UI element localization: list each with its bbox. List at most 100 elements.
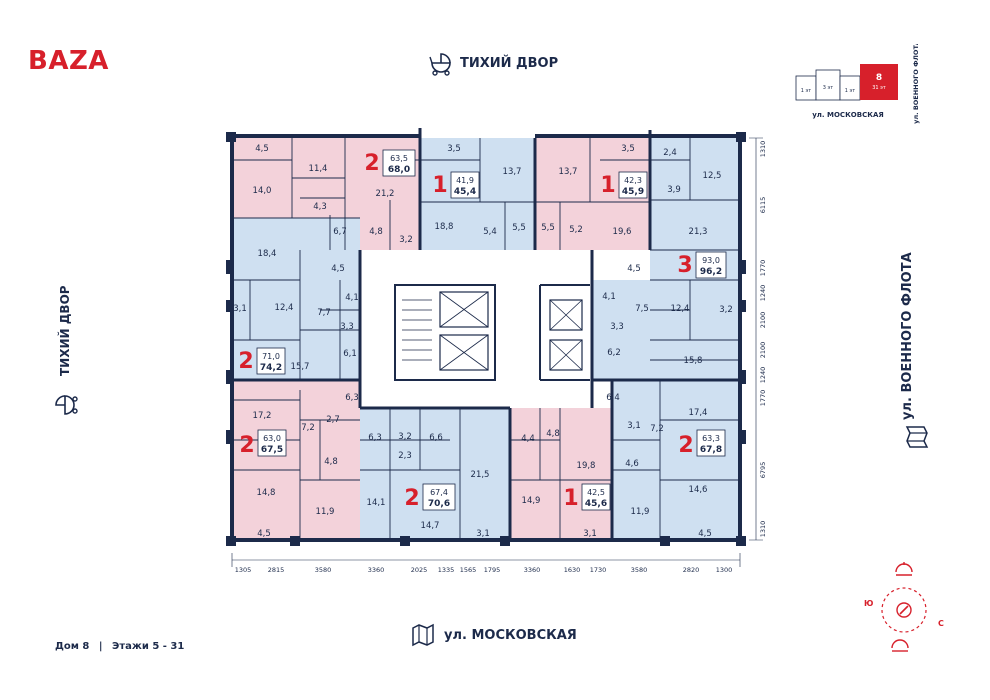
dimension-value: 2100	[759, 312, 767, 329]
room-labels: 4,5 14,0 11,4 21,2 4,3 6,7 4,8 3,2 3,5 1…	[233, 144, 733, 539]
room-area: 6,7	[333, 227, 347, 237]
room-area: 6,3	[345, 393, 359, 403]
room-area: 4,1	[345, 293, 359, 303]
room-area: 14,7	[421, 521, 440, 531]
dimension-lines	[231, 137, 763, 567]
apt-rooms-count: 2	[239, 433, 254, 458]
room-area: 13,7	[559, 167, 578, 177]
room-area: 6,6	[429, 433, 443, 443]
house-number: Дом 8	[55, 641, 90, 652]
room-area: 14,6	[689, 485, 708, 495]
dimension-value: 1300	[716, 566, 733, 574]
apt-fill-2-70-6	[360, 408, 510, 540]
apt-fill-3-96-2	[592, 138, 740, 380]
room-area: 5,4	[483, 227, 497, 237]
room-area: 18,8	[435, 222, 454, 232]
dimension-value: 6795	[759, 462, 767, 479]
dimension-value: 1795	[484, 566, 501, 574]
apt-badge: 3 93,0 96,2	[677, 251, 727, 279]
room-area: 19,6	[613, 227, 632, 237]
dimension-value: 2025	[411, 566, 428, 574]
apt-rooms-count: 1	[563, 486, 578, 511]
room-area: 11,9	[631, 507, 650, 517]
core	[394, 284, 590, 381]
room-area: 4,5	[331, 264, 345, 274]
apt-area: 71,0	[262, 352, 280, 361]
room-area: 15,7	[291, 362, 310, 372]
room-area: 6,3	[368, 433, 382, 443]
bottom-street-label: ул. МОСКОВСКАЯ	[410, 622, 577, 648]
minimap-block-2: 3 эт	[823, 85, 834, 91]
apt-area: 42,3	[624, 176, 642, 185]
compass-north: С	[938, 619, 944, 628]
dimension-value: 1565	[460, 566, 477, 574]
room-area: 14,1	[367, 498, 386, 508]
room-area: 17,2	[253, 411, 272, 421]
dimension-value: 2100	[759, 342, 767, 359]
apt-area: 63,3	[702, 434, 720, 443]
room-partitions	[232, 138, 740, 540]
room-area: 2,4	[663, 148, 677, 158]
room-area: 11,4	[309, 164, 328, 174]
room-area: 3,3	[610, 322, 624, 332]
apt-rooms-count: 3	[677, 253, 692, 278]
dimension-value: 3360	[524, 566, 541, 574]
room-area: 7,2	[650, 424, 664, 434]
room-area: 4,6	[625, 459, 639, 469]
room-area: 21,2	[376, 189, 395, 199]
room-area: 7,2	[301, 423, 315, 433]
apt-fill-2-74-2	[232, 218, 395, 380]
room-area: 4,8	[324, 457, 338, 467]
site-minimap: 1 эт 3 эт 1 эт 8 31 эт ул. МОСКОВСКАЯ ул…	[795, 44, 920, 124]
room-area: 5,5	[512, 223, 526, 233]
dimensions-right: 1310 6115 1770 1240 2100 2100 1240 1770 …	[759, 141, 767, 538]
room-area: 3,1	[583, 529, 597, 539]
room-area: 4,5	[627, 264, 641, 274]
room-area: 4,1	[602, 292, 616, 302]
dimension-value: 6115	[759, 197, 767, 214]
dimension-value: 1310	[759, 141, 767, 158]
apt-total: 45,4	[454, 187, 476, 197]
room-area: 12,4	[275, 303, 294, 313]
apt-rooms-count: 2	[404, 486, 419, 511]
room-area: 13,7	[503, 167, 522, 177]
dimension-value: 1240	[759, 367, 767, 384]
brand-logo: BAZA	[28, 46, 109, 76]
dimension-value: 1770	[759, 390, 767, 407]
room-area: 6,4	[606, 393, 620, 403]
dimension-value: 2815	[268, 566, 285, 574]
bottom-street-text: ул. МОСКОВСКАЯ	[444, 627, 577, 643]
room-area: 2,3	[398, 451, 412, 461]
minimap-block-3: 1 эт	[845, 88, 856, 94]
apt-rooms-count: 1	[600, 173, 615, 198]
room-area: 3,9	[667, 185, 681, 195]
apt-badge: 1 42,5 45,6	[563, 483, 611, 511]
room-area: 6,1	[343, 349, 357, 359]
wall-piers	[226, 132, 746, 546]
apt-area: 93,0	[702, 256, 720, 265]
top-yard-text: ТИХИЙ ДВОР	[460, 55, 559, 71]
apt-badge: 2 63,3 67,8	[678, 429, 726, 458]
apt-total: 74,2	[260, 363, 282, 373]
room-area: 3,1	[233, 304, 247, 314]
room-area: 18,4	[258, 249, 277, 259]
apt-total: 45,6	[585, 499, 607, 509]
top-yard-label: ТИХИЙ ДВОР	[428, 50, 558, 76]
map-icon	[905, 426, 929, 448]
footer-separator: |	[98, 641, 103, 652]
apt-total: 67,5	[261, 445, 283, 455]
room-area: 21,5	[471, 470, 490, 480]
dimension-value: 3580	[315, 566, 332, 574]
minimap-block-1: 1 эт	[801, 88, 812, 94]
room-area: 4,8	[546, 429, 560, 439]
room-area: 3,2	[719, 305, 733, 315]
apt-badge: 1 42,3 45,9	[600, 171, 648, 199]
minimap-active-num: 8	[876, 73, 882, 83]
room-area: 4,5	[698, 529, 712, 539]
apt-badge: 1 41,9 45,4	[432, 171, 480, 199]
room-area: 3,2	[399, 235, 413, 245]
room-area: 14,9	[522, 496, 541, 506]
room-area: 2,7	[326, 415, 340, 425]
stroller-icon	[429, 53, 451, 76]
